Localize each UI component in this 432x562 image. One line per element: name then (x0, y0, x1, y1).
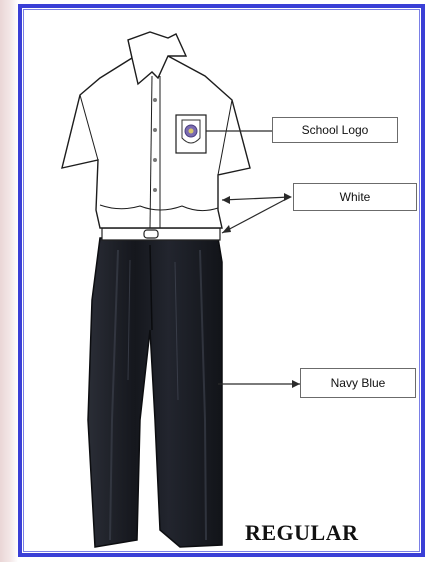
arrowheads (222, 193, 300, 388)
shirt-color-label: White (293, 183, 417, 211)
school-logo-label: School Logo (272, 117, 398, 143)
shirt-leader-2 (222, 197, 290, 233)
belt-buckle (144, 230, 158, 238)
shirt-button (153, 98, 157, 102)
shirt-button (153, 128, 157, 132)
shirt (62, 32, 250, 228)
trousers-color-label: Navy Blue (300, 368, 416, 398)
uniform-type-title: REGULAR (245, 520, 359, 546)
shirt-button (153, 188, 157, 192)
school-logo-badge (182, 120, 200, 143)
belt (102, 228, 220, 240)
shirt-button (153, 158, 157, 162)
shirt-leader-1 (222, 197, 290, 200)
trousers (88, 238, 222, 547)
